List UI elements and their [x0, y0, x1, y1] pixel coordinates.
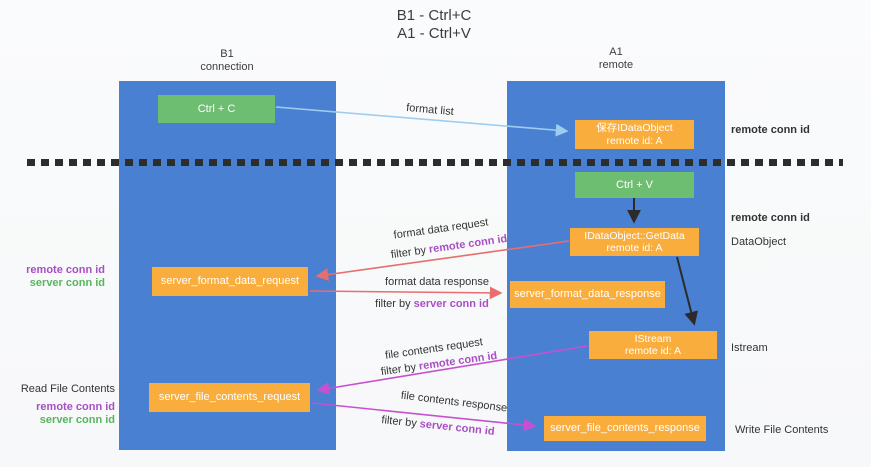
left-column-header: B1 connection [200, 48, 253, 74]
server-format-data-request-node: server_format_data_request [152, 267, 308, 296]
left-conn-id-labels: remote conn id server conn id [10, 264, 105, 290]
server-file-contents-request-node: server_file_contents_request [149, 383, 310, 412]
right-header-name: A1 [609, 46, 623, 58]
ctrl-v-label: Ctrl + V [616, 178, 653, 191]
server-format-data-response-node: server_format_data_response [510, 281, 665, 308]
left-server-conn-id: server conn id [29, 277, 105, 289]
right-remote-conn-id-top: remote conn id [731, 124, 810, 136]
istream-node: IStream remote id: A [589, 331, 717, 359]
arrow-format-data-response [309, 286, 503, 300]
read-remote-conn-id: remote conn id [36, 401, 115, 413]
save-idataobject-node: 保存IDataObject remote id: A [575, 120, 694, 149]
filter-by-text: filter by [375, 298, 411, 310]
left-header-sub: connection [200, 61, 254, 73]
server-file-contents-response-label: server_file_contents_response [550, 422, 700, 434]
dataobject-label: DataObject [731, 236, 787, 248]
format-data-response-label: format data response [385, 276, 489, 288]
server-conn-id-highlight: server conn id [413, 298, 489, 310]
server-file-contents-request-label: server_file_contents_request [158, 391, 301, 403]
server-conn-id-highlight: server conn id [419, 418, 496, 438]
left-remote-conn-id: remote conn id [26, 264, 105, 276]
save-idataobject-line2: remote id: A [606, 134, 663, 147]
read-server-conn-id: server conn id [39, 414, 115, 426]
server-format-data-response-label: server_format_data_response [514, 288, 661, 300]
getdata-line1: IDataObject::GetData [584, 229, 685, 242]
filter-by-text: filter by [390, 244, 427, 262]
istream-side-label: Istream [731, 342, 768, 354]
title-line-2: A1 - Ctrl+V [397, 25, 471, 42]
server-format-data-request-label: server_format_data_request [160, 275, 300, 287]
right-header-sub: remote [598, 59, 634, 71]
idataobject-getdata-node: IDataObject::GetData remote id: A [570, 228, 699, 256]
read-file-contents-label: Read File Contents [20, 383, 115, 395]
right-column-header: A1 remote [599, 46, 633, 72]
right-remote-conn-id-mid: remote conn id [731, 212, 810, 224]
istream-line1: IStream [634, 332, 672, 345]
filter-by-text: filter by [380, 414, 418, 430]
server-file-contents-response-node: server_file_contents_response [544, 416, 706, 441]
remote-conn-id-highlight: remote conn id [428, 232, 508, 256]
read-file-contents-group: Read File Contents remote conn id server… [20, 383, 115, 427]
title-line-1: B1 - Ctrl+C [396, 7, 472, 24]
ctrl-c-node: Ctrl + C [158, 95, 275, 123]
format-list-label: format list [405, 101, 455, 119]
getdata-line2: remote id: A [606, 242, 663, 254]
diagram-title: B1 - Ctrl+C A1 - Ctrl+V [397, 7, 472, 43]
save-idataobject-line1: 保存IDataObject [596, 122, 673, 134]
filter-by-text: filter by [380, 361, 417, 379]
ctrl-v-node: Ctrl + V [575, 172, 694, 198]
dashed-divider [27, 159, 843, 166]
write-file-contents-label: Write File Contents [735, 424, 829, 436]
ctrl-c-label: Ctrl + C [197, 102, 236, 115]
istream-line2: remote id: A [624, 345, 682, 357]
left-header-name: B1 [220, 48, 234, 60]
file-contents-response-label: file contents response [400, 389, 508, 415]
